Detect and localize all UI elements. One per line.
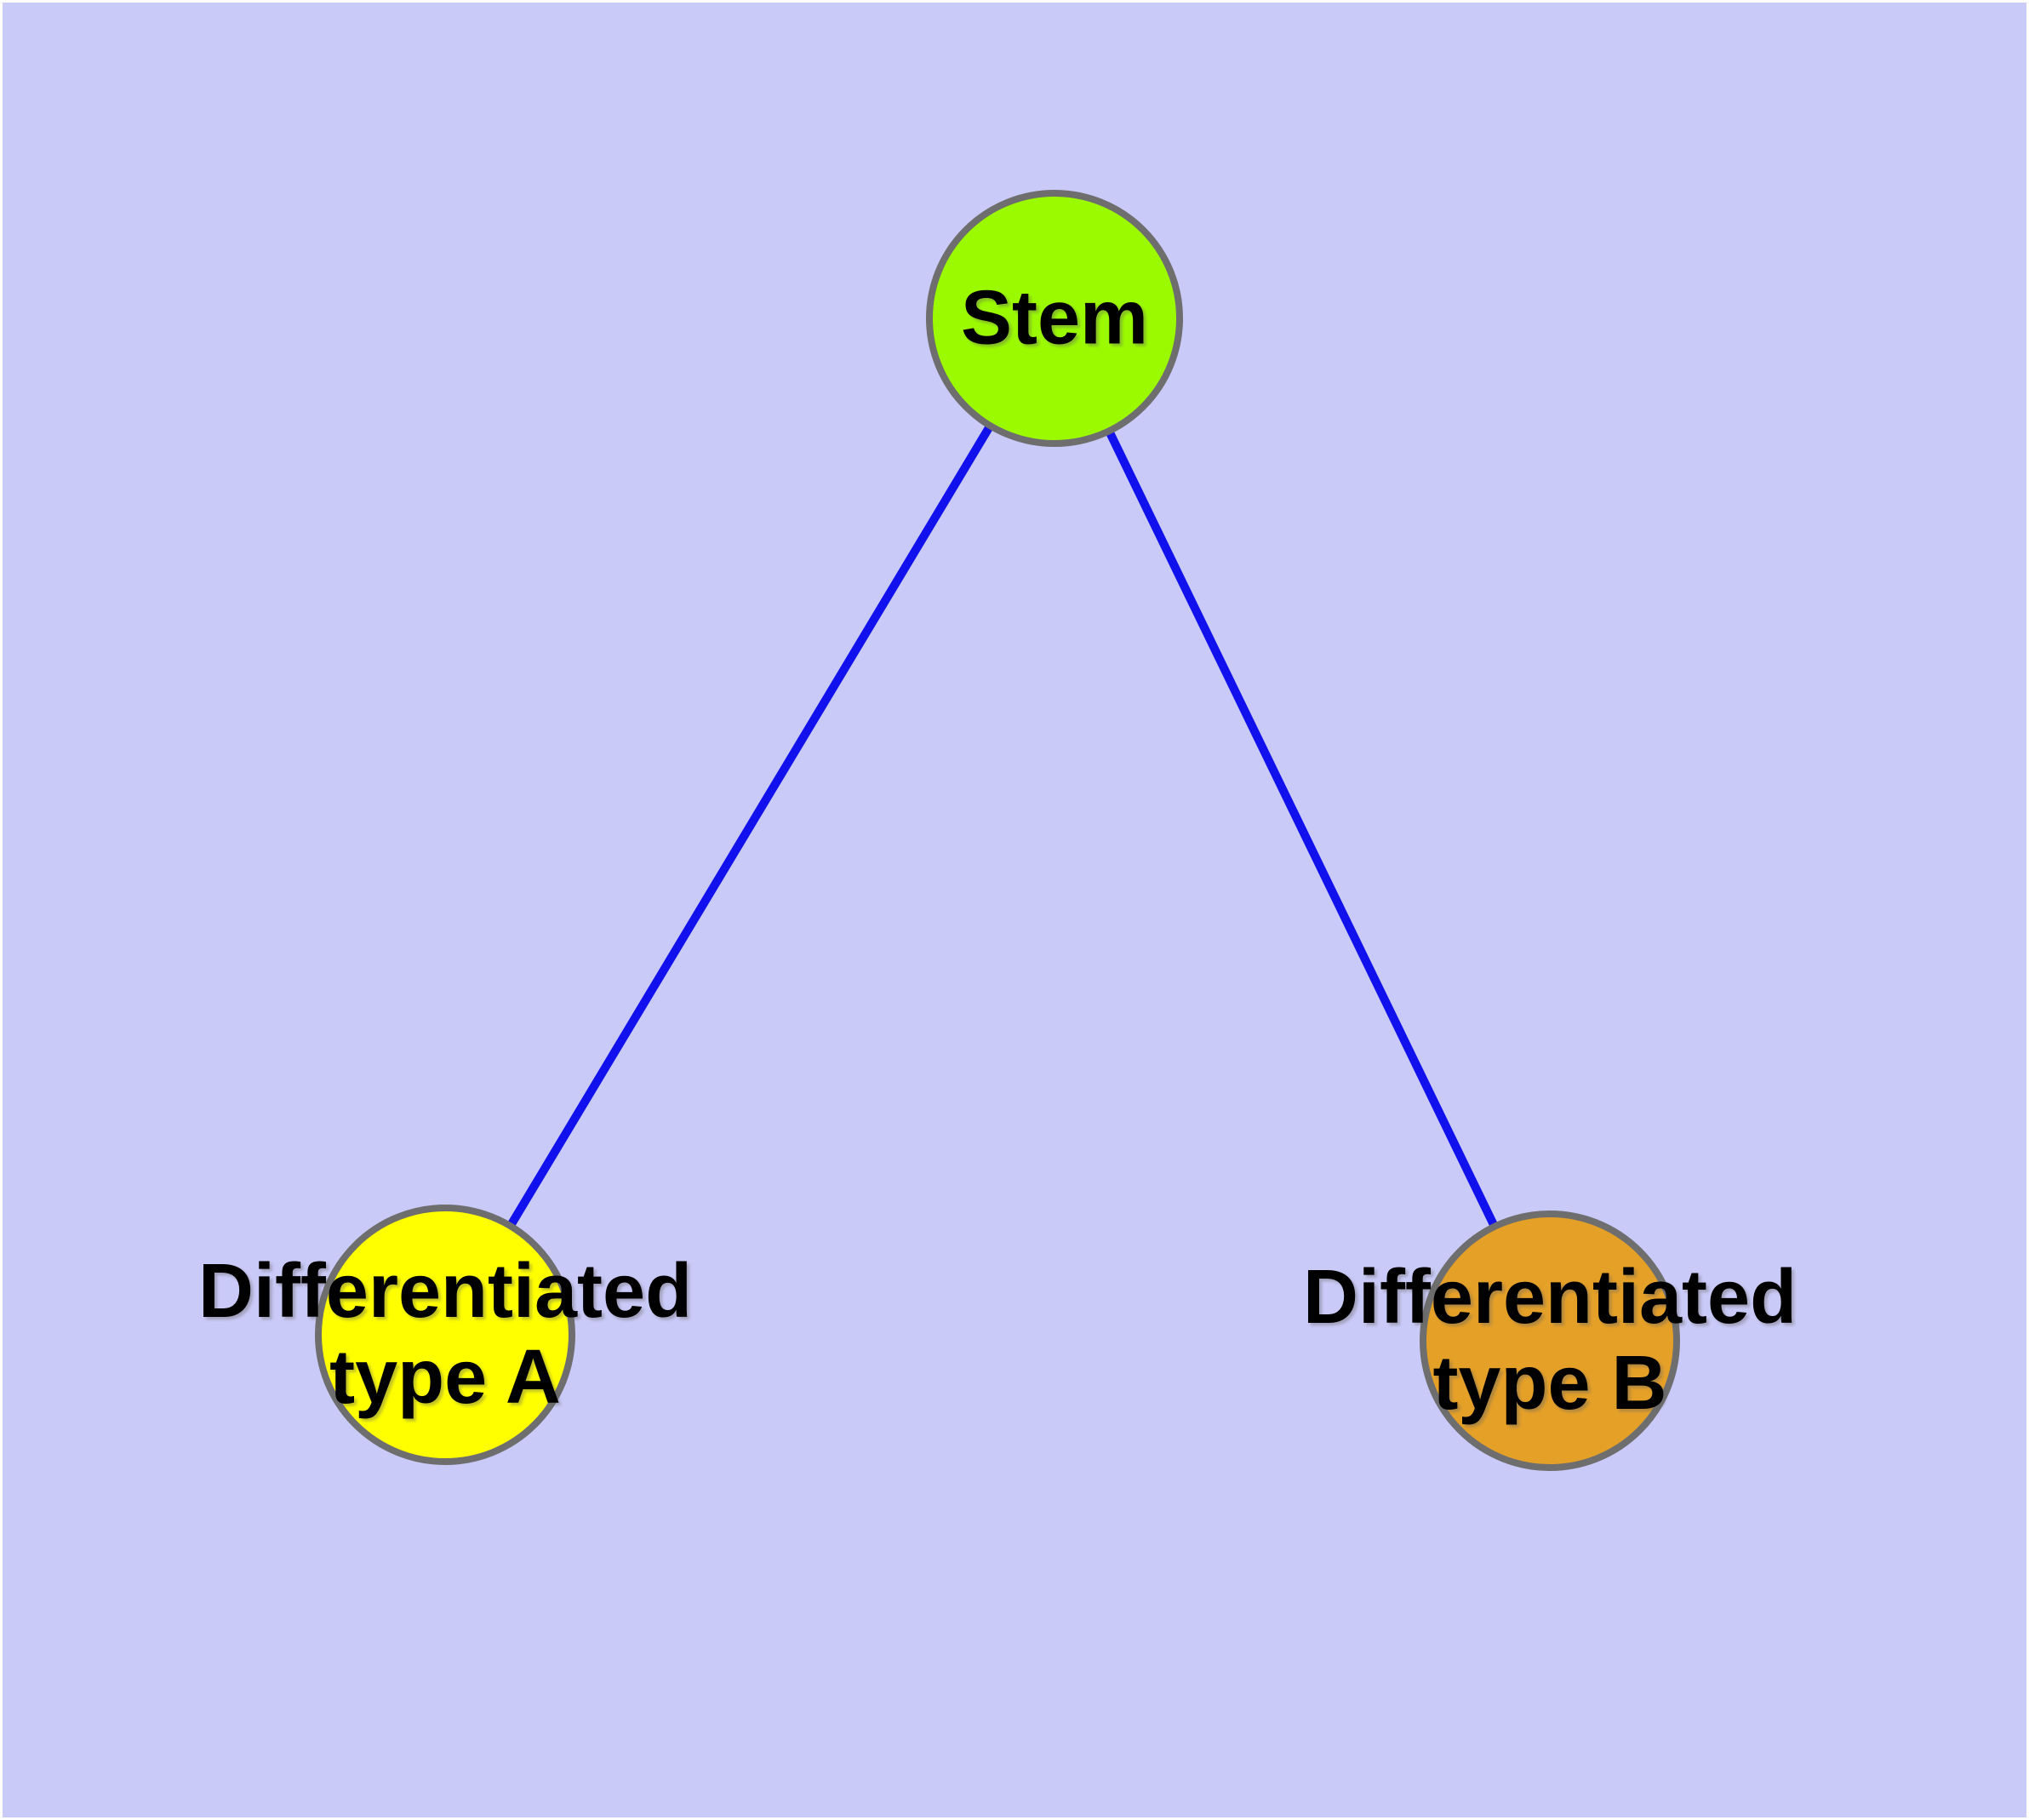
edge-stem-to-type-a: [441, 316, 1059, 1337]
node-circle-type-b: [1420, 1210, 1680, 1471]
edges-layer: [441, 316, 1554, 1343]
node-label-type-a: Differentiated type A: [198, 1249, 692, 1421]
edge-stem-to-type-b: [1050, 316, 1554, 1343]
node-circle-type-a: [315, 1205, 575, 1465]
node-label-line: Stem: [960, 275, 1149, 361]
node-label-line: Differentiated: [197, 1249, 693, 1335]
node-label-line: type A: [329, 1335, 561, 1420]
node-label-stem: Stem: [961, 276, 1148, 362]
node-circle-stem: [926, 190, 1183, 447]
diagram-canvas: Stem Differentiated type A Differentiate…: [3, 3, 2026, 1817]
node-label-line: type B: [1432, 1341, 1667, 1426]
node-label-line: Differentiated: [1302, 1255, 1798, 1341]
node-label-type-b: Differentiated type B: [1303, 1255, 1797, 1427]
